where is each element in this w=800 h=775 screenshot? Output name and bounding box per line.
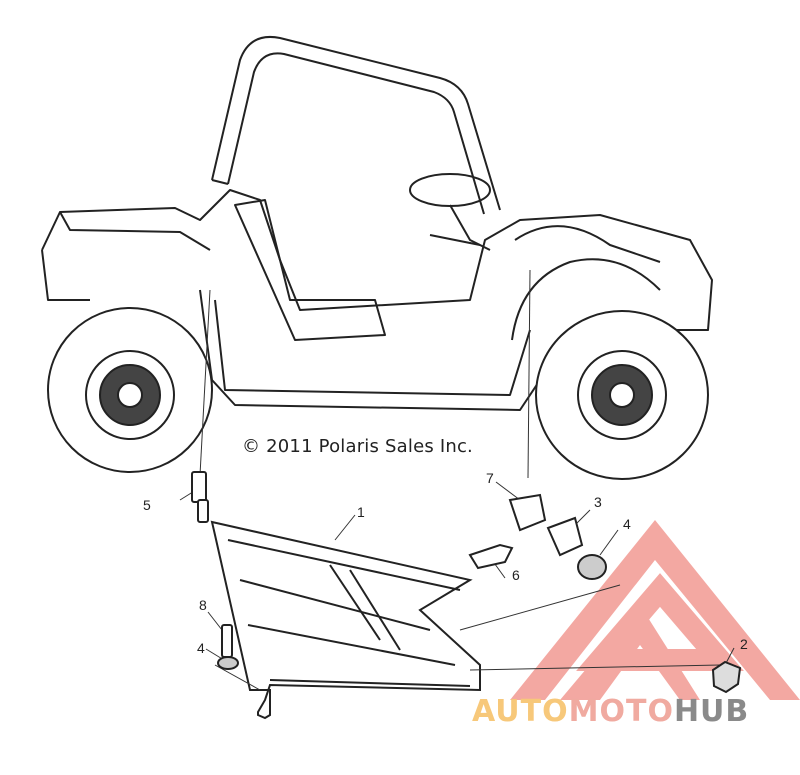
rear-wheel	[47, 307, 213, 473]
callout-2: 2	[740, 636, 748, 652]
callout-5: 5	[143, 497, 151, 513]
callout-1: 1	[357, 504, 365, 520]
watermark-moto: MOTO	[568, 694, 674, 729]
watermark-hub: HUB	[673, 694, 750, 729]
watermark-logo	[510, 520, 800, 700]
callout-8: 8	[199, 597, 207, 613]
callout-4-left: 4	[197, 640, 205, 656]
callout-3: 3	[594, 494, 602, 510]
front-wheel	[535, 310, 709, 480]
callout-6: 6	[512, 567, 520, 583]
hardware-parts	[191, 471, 742, 694]
callout-4-right: 4	[623, 516, 631, 532]
door-frame-assembly	[210, 520, 481, 720]
watermark-auto: AUTO	[472, 694, 569, 729]
copyright-notice: © 2011 Polaris Sales Inc.	[242, 436, 473, 457]
watermark-text: AUTOMOTOHUB	[472, 694, 749, 729]
vehicle-drawing	[41, 36, 713, 411]
callout-7: 7	[486, 470, 494, 486]
